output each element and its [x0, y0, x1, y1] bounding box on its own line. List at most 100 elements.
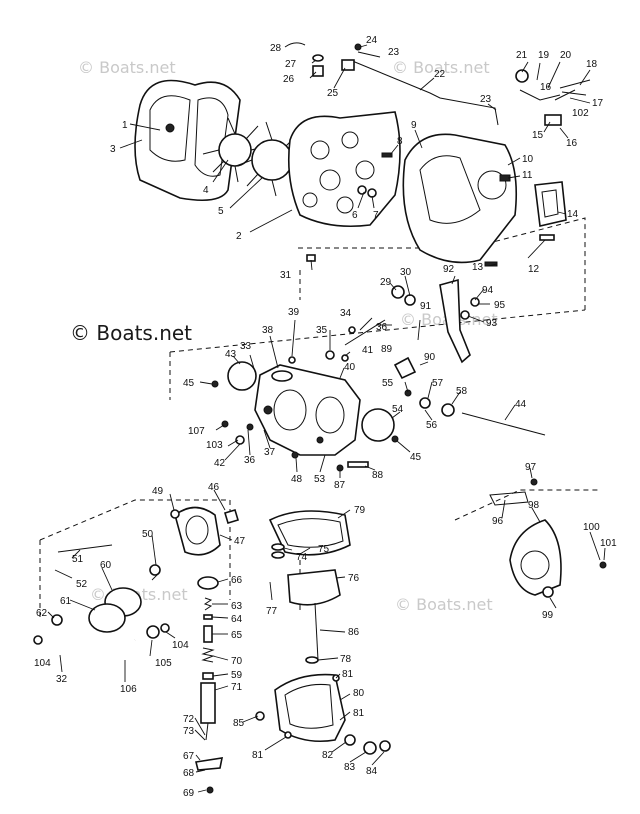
- part-label: 8: [397, 136, 403, 147]
- part-label: 50: [142, 529, 154, 540]
- part-label: 105: [155, 658, 172, 669]
- part-label: 81: [342, 669, 354, 680]
- part-label: 62: [36, 608, 48, 619]
- part-label: 89: [381, 344, 393, 355]
- part-label: 45: [410, 452, 422, 463]
- gasket-14: [534, 181, 567, 227]
- part-label: 45: [183, 378, 195, 389]
- part-label: 22: [434, 69, 446, 80]
- part-label: 86: [348, 627, 360, 638]
- part-label: 60: [100, 560, 112, 571]
- part-label: 44: [515, 399, 527, 410]
- part-label: 51: [72, 554, 84, 565]
- part-label: 52: [76, 579, 88, 590]
- part-label: 19: [538, 50, 550, 61]
- part-label: 2: [236, 231, 242, 242]
- part-label: 82: [322, 750, 334, 761]
- part-label: 92: [443, 264, 455, 275]
- part-label: 81: [353, 708, 365, 719]
- linkage-rod: [349, 59, 499, 126]
- part-label: 31: [280, 270, 292, 281]
- part-label: 36: [244, 455, 256, 466]
- part-label: 10: [522, 154, 534, 165]
- needle-column: [195, 576, 224, 794]
- dashed-guide-lines: [39, 217, 600, 620]
- part-label: 6: [352, 210, 358, 221]
- intake-plate-2: [287, 111, 401, 228]
- part-label: 63: [231, 601, 243, 612]
- part-label: 61: [60, 596, 72, 607]
- part-label: 7: [373, 210, 379, 221]
- part-label: 72: [183, 714, 195, 725]
- part-label: 80: [353, 688, 365, 699]
- part-label: 100: [583, 522, 600, 533]
- part-label: 101: [600, 538, 617, 549]
- part-label: 59: [231, 670, 243, 681]
- part-label: 70: [231, 656, 243, 667]
- part-label: 75: [318, 544, 330, 555]
- part-label: 25: [327, 88, 339, 99]
- manifold-housing: [402, 133, 518, 264]
- fasteners: [149, 152, 555, 576]
- part-label: 38: [262, 325, 274, 336]
- part-label: 91: [420, 301, 432, 312]
- watermark: © Boats.net: [78, 58, 176, 77]
- shaft-34: [344, 319, 386, 346]
- watermark: © Boats.net: [395, 595, 493, 614]
- part-label: 33: [240, 341, 252, 352]
- part-label: 14: [567, 209, 579, 220]
- cover-43: [227, 361, 257, 391]
- part-label: 26: [283, 74, 295, 85]
- part-label: 94: [482, 285, 494, 296]
- part-104b: [160, 623, 170, 633]
- part-label: 30: [400, 267, 412, 278]
- part-label: 29: [380, 277, 392, 288]
- rod-51: [57, 544, 113, 553]
- part-label: 55: [382, 378, 394, 389]
- part-label: 106: [120, 684, 137, 695]
- float-bowl: [255, 510, 391, 755]
- part-label: 3: [110, 144, 116, 155]
- watermark: © Boats.net: [70, 321, 192, 345]
- part-label: 93: [486, 318, 498, 329]
- part-label: 104: [34, 658, 51, 669]
- carburetor-body: [254, 364, 361, 456]
- part-label: 27: [285, 59, 297, 70]
- part-label: 67: [183, 751, 195, 762]
- part-label: 95: [494, 300, 506, 311]
- part-label: 23: [480, 94, 492, 105]
- part-label: 5: [218, 206, 224, 217]
- part-label: 77: [266, 606, 278, 617]
- part-label: 58: [456, 386, 468, 397]
- part-label: 43: [225, 349, 237, 360]
- small-hardware-top: [284, 42, 362, 77]
- part-label: 96: [492, 516, 504, 527]
- part-label: 85: [233, 718, 245, 729]
- part-label: 53: [314, 474, 326, 485]
- part-label: 68: [183, 768, 195, 779]
- part-label: 90: [424, 352, 436, 363]
- part-label: 83: [344, 762, 356, 773]
- part-label: 20: [560, 50, 572, 61]
- part-label: 24: [366, 35, 378, 46]
- choke-linkage: [515, 69, 591, 126]
- part-label: 99: [542, 610, 554, 621]
- part-label: 49: [152, 486, 164, 497]
- part-label: 74: [296, 552, 308, 563]
- part-label: 57: [432, 378, 444, 389]
- part-label: 42: [214, 458, 226, 469]
- flywheel-fan: [202, 117, 309, 197]
- part-label: 4: [203, 185, 209, 196]
- part-labels: 1 2 3 4 5 6 7 8 9 10 11 12 13 14 15 16 1…: [34, 35, 617, 799]
- part-label: 16: [540, 82, 552, 93]
- part-label: 64: [231, 614, 243, 625]
- part-104: [33, 635, 43, 645]
- part-label: 39: [288, 307, 300, 318]
- leader-lines: [47, 44, 606, 793]
- shaft-44: [461, 412, 546, 436]
- part-label: 13: [472, 262, 484, 273]
- part-label: 16: [566, 138, 578, 149]
- part-label: 28: [270, 43, 282, 54]
- part-label: 47: [234, 536, 246, 547]
